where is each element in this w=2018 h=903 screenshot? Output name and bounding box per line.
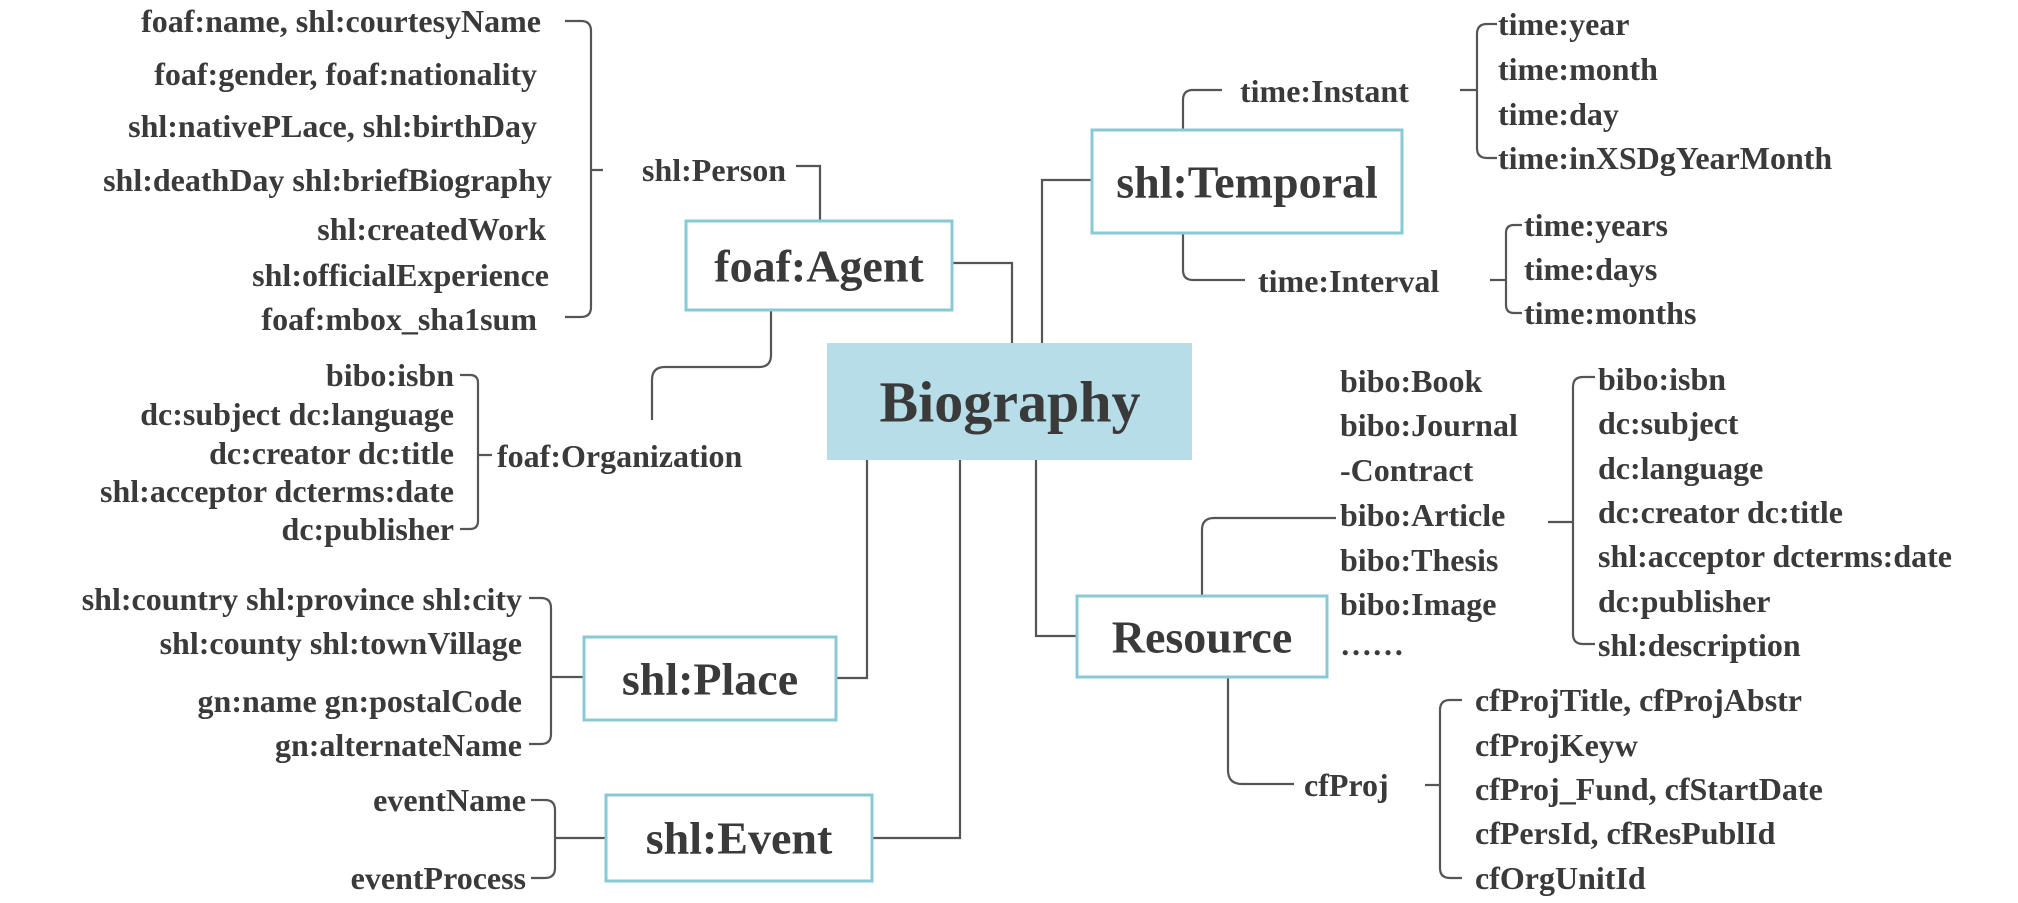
bracket-place-properties (529, 596, 583, 746)
organization-label: foaf:Organization (497, 438, 743, 474)
list-item: cfPersId, cfResPublId (1475, 815, 1776, 851)
bracket-instant-properties (1460, 22, 1497, 160)
bracket-event-properties (531, 798, 605, 880)
list-item: -Contract (1340, 452, 1474, 488)
resource-box (1075, 594, 1329, 679)
list-item: shl:acceptor dcterms:date (100, 473, 454, 509)
list-item: time:months (1524, 295, 1696, 331)
bracket-organization-properties (460, 373, 492, 531)
list-item: shl:description (1598, 627, 1801, 663)
list-item: bibo:Image (1340, 586, 1496, 622)
list-item: cfProjKeyw (1475, 727, 1638, 763)
list-item: bibo:isbn (1598, 361, 1726, 397)
list-item: time:day (1498, 96, 1619, 132)
list-item: time:month (1498, 51, 1658, 87)
list-item: cfProjTitle, cfProjAbstr (1475, 682, 1802, 718)
list-item: dc:creator dc:title (209, 435, 454, 471)
list-item: bibo:Article (1340, 497, 1505, 533)
bracket-person-properties (565, 19, 603, 319)
list-item: dc:subject (1598, 405, 1739, 441)
list-item: eventProcess (351, 860, 526, 896)
resource-node: Resource (1075, 594, 1329, 679)
place-properties: shl:country shl:province shl:city shl:co… (82, 581, 522, 763)
bracket-interval-properties (1490, 223, 1522, 315)
list-item: dc:publisher (282, 511, 454, 547)
list-item: foaf:name, shl:courtesyName (141, 3, 541, 39)
line-temporal-instant (1181, 88, 1222, 130)
event-node: shl:Event (604, 793, 874, 883)
place-label: shl:Place (622, 654, 798, 705)
list-item: time:years (1524, 207, 1668, 243)
list-item: …… (1340, 626, 1404, 662)
bracket-proj-properties (1425, 698, 1462, 880)
line-root-temporal (1040, 178, 1092, 343)
line-temporal-interval (1181, 233, 1245, 282)
list-item: foaf:gender, foaf:nationality (154, 56, 537, 92)
list-item: dc:creator dc:title (1598, 494, 1843, 530)
organization-properties: bibo:isbn dc:subject dc:language dc:crea… (100, 357, 454, 547)
temporal-node: shl:Temporal (1090, 128, 1404, 235)
list-item: dc:publisher (1598, 583, 1770, 619)
person-properties: foaf:name, shl:courtesyName foaf:gender,… (103, 3, 552, 337)
list-item: foaf:mbox_sha1sum (261, 301, 537, 337)
list-item: cfOrgUnitId (1475, 860, 1646, 896)
list-item: shl:deathDay shl:briefBiography (103, 162, 552, 198)
line-root-agent (952, 261, 1014, 343)
list-item: eventName (373, 782, 526, 818)
place-node: shl:Place (582, 635, 838, 722)
instant-properties: time:year time:month time:day time:inXSD… (1498, 6, 1832, 176)
list-item: shl:acceptor dcterms:date (1598, 538, 1952, 574)
list-item: shl:nativePLace, shl:birthDay (128, 108, 537, 144)
list-item: gn:name gn:postalCode (198, 683, 522, 719)
resource-label: Resource (1112, 612, 1293, 663)
line-resource-types (1200, 516, 1336, 596)
list-item: bibo:Journal (1340, 407, 1518, 443)
line-root-resource (1034, 460, 1077, 638)
list-item: time:inXSDgYearMonth (1498, 140, 1832, 176)
list-item: time:year (1498, 6, 1629, 42)
connector-lines (460, 19, 1595, 880)
event-box (604, 793, 874, 883)
temporal-box (1090, 128, 1404, 235)
event-label: shl:Event (646, 813, 833, 864)
list-item: dc:language (1598, 450, 1763, 486)
line-agent-person (796, 164, 822, 221)
agent-label: foaf:Agent (714, 241, 924, 292)
list-item: shl:county shl:townVillage (160, 625, 522, 661)
temporal-label: shl:Temporal (1116, 157, 1378, 208)
person-label: shl:Person (642, 152, 786, 188)
place-box (582, 635, 838, 722)
resource-types: bibo:Book bibo:Journal -Contract bibo:Ar… (1340, 363, 1518, 662)
proj-properties: cfProjTitle, cfProjAbstr cfProjKeyw cfPr… (1475, 682, 1823, 896)
agent-box (684, 219, 954, 312)
line-resource-proj (1226, 678, 1294, 786)
proj-label: cfProj (1304, 767, 1389, 803)
line-root-event (872, 460, 962, 840)
root-label: Biography (879, 370, 1140, 435)
interval-properties: time:years time:days time:months (1524, 207, 1696, 331)
resource-properties: bibo:isbn dc:subject dc:language dc:crea… (1598, 361, 1952, 663)
list-item: shl:country shl:province shl:city (82, 581, 522, 617)
bracket-resource-properties (1548, 375, 1595, 646)
interval-label: time:Interval (1258, 263, 1439, 299)
root-node: Biography (827, 343, 1192, 460)
list-item: shl:createdWork (317, 211, 546, 247)
list-item: shl:officialExperience (252, 257, 549, 293)
root-box (827, 343, 1192, 460)
instant-label: time:Instant (1240, 73, 1409, 109)
list-item: bibo:isbn (326, 357, 454, 393)
list-item: bibo:Book (1340, 363, 1482, 399)
list-item: bibo:Thesis (1340, 542, 1498, 578)
event-properties: eventName eventProcess (351, 782, 526, 896)
list-item: gn:alternateName (275, 727, 522, 763)
list-item: dc:subject dc:language (140, 396, 454, 432)
list-item: cfProj_Fund, cfStartDate (1475, 771, 1823, 807)
line-root-place (836, 460, 869, 680)
agent-node: foaf:Agent (684, 219, 954, 312)
list-item: time:days (1524, 251, 1657, 287)
line-agent-organization (650, 310, 773, 420)
